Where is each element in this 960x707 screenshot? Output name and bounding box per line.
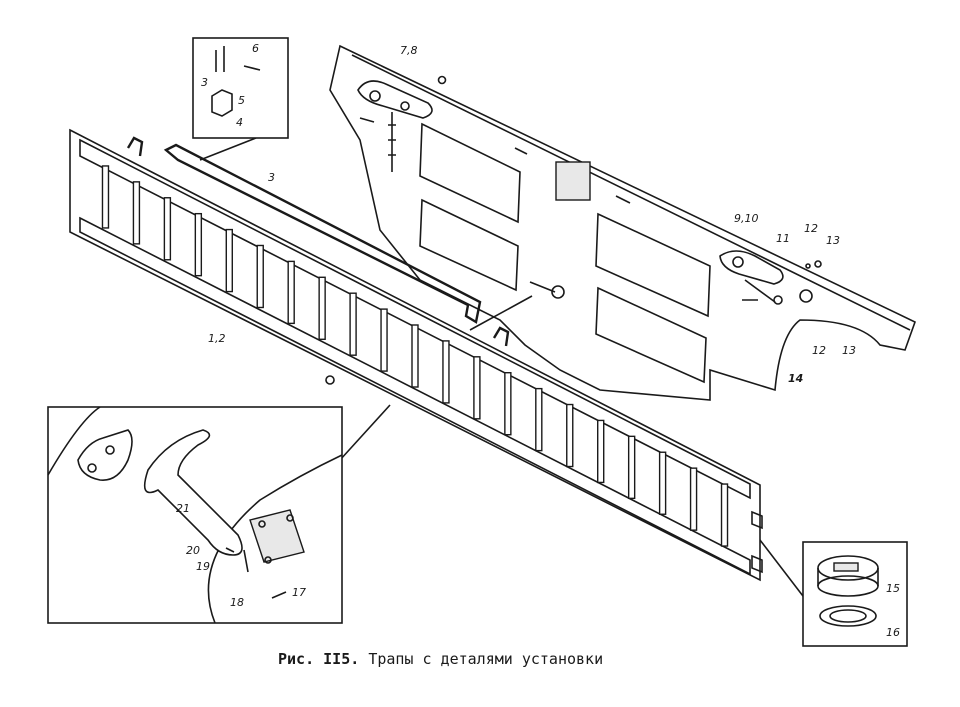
hinge-left [357, 75, 447, 172]
callout-inset-4: 4 [236, 116, 243, 129]
ramp-rung [473, 356, 481, 420]
callout-inset-6: 6 [252, 42, 259, 55]
ramp-rung [287, 260, 295, 325]
callout-17: 17 [292, 586, 306, 599]
figure-number: Рис. II5. [278, 650, 360, 668]
side-board [329, 44, 916, 401]
callout-11: 11 [776, 232, 790, 245]
ramp-rung [535, 387, 543, 452]
hinge-right [719, 250, 822, 305]
inset-bolts [192, 37, 289, 139]
ramp-rung [349, 292, 357, 356]
ramp-rung [163, 197, 172, 261]
callout-15: 15 [886, 582, 900, 595]
callout-inset-5: 5 [238, 94, 245, 107]
hand-rail [163, 143, 482, 324]
ramp-rung [720, 483, 729, 547]
ramp-rungs [101, 165, 729, 547]
ramp-rung [132, 181, 141, 245]
callout-9-10: 9,10 [734, 212, 759, 225]
callout-12-bottom: 12 [812, 344, 826, 357]
ramp-rung [101, 165, 110, 229]
ramp-rung [380, 308, 388, 372]
callout-inset-3: 3 [201, 76, 208, 89]
callout-19: 19 [196, 560, 210, 573]
callout-7-8: 7,8 [400, 44, 418, 57]
callout-13-bottom: 13 [842, 344, 856, 357]
ramp-rung [256, 244, 264, 309]
ramp-rung [689, 467, 698, 531]
ramp [69, 128, 763, 582]
callout-20: 20 [186, 544, 200, 557]
callout-14: 14 [788, 372, 803, 385]
inset-handle [47, 406, 343, 624]
ramp-rung [442, 340, 450, 404]
callout-12-top: 12 [804, 222, 818, 235]
callout-13-top: 13 [826, 234, 840, 247]
figure-title: Трапы с деталями установки [368, 650, 604, 668]
ramp-rung [411, 324, 419, 388]
ramp-rung [566, 403, 574, 468]
callout-21: 21 [176, 502, 190, 515]
ramp-rung [597, 419, 605, 484]
ramp-rung [504, 372, 512, 436]
callout-18: 18 [230, 596, 244, 609]
ramp-rung [194, 212, 203, 277]
figure-caption: Рис. II5. Трапы с деталями установки [278, 650, 603, 668]
ramp-rung [627, 435, 636, 500]
callout-ramp-1-2: 1,2 [208, 332, 226, 345]
ramp-rung [318, 276, 326, 340]
callout-16: 16 [886, 626, 900, 639]
callout-rail-3: 3 [268, 171, 275, 184]
inset-plug [802, 541, 908, 647]
ramp-rung [225, 228, 233, 293]
ramp-rung [658, 451, 667, 515]
